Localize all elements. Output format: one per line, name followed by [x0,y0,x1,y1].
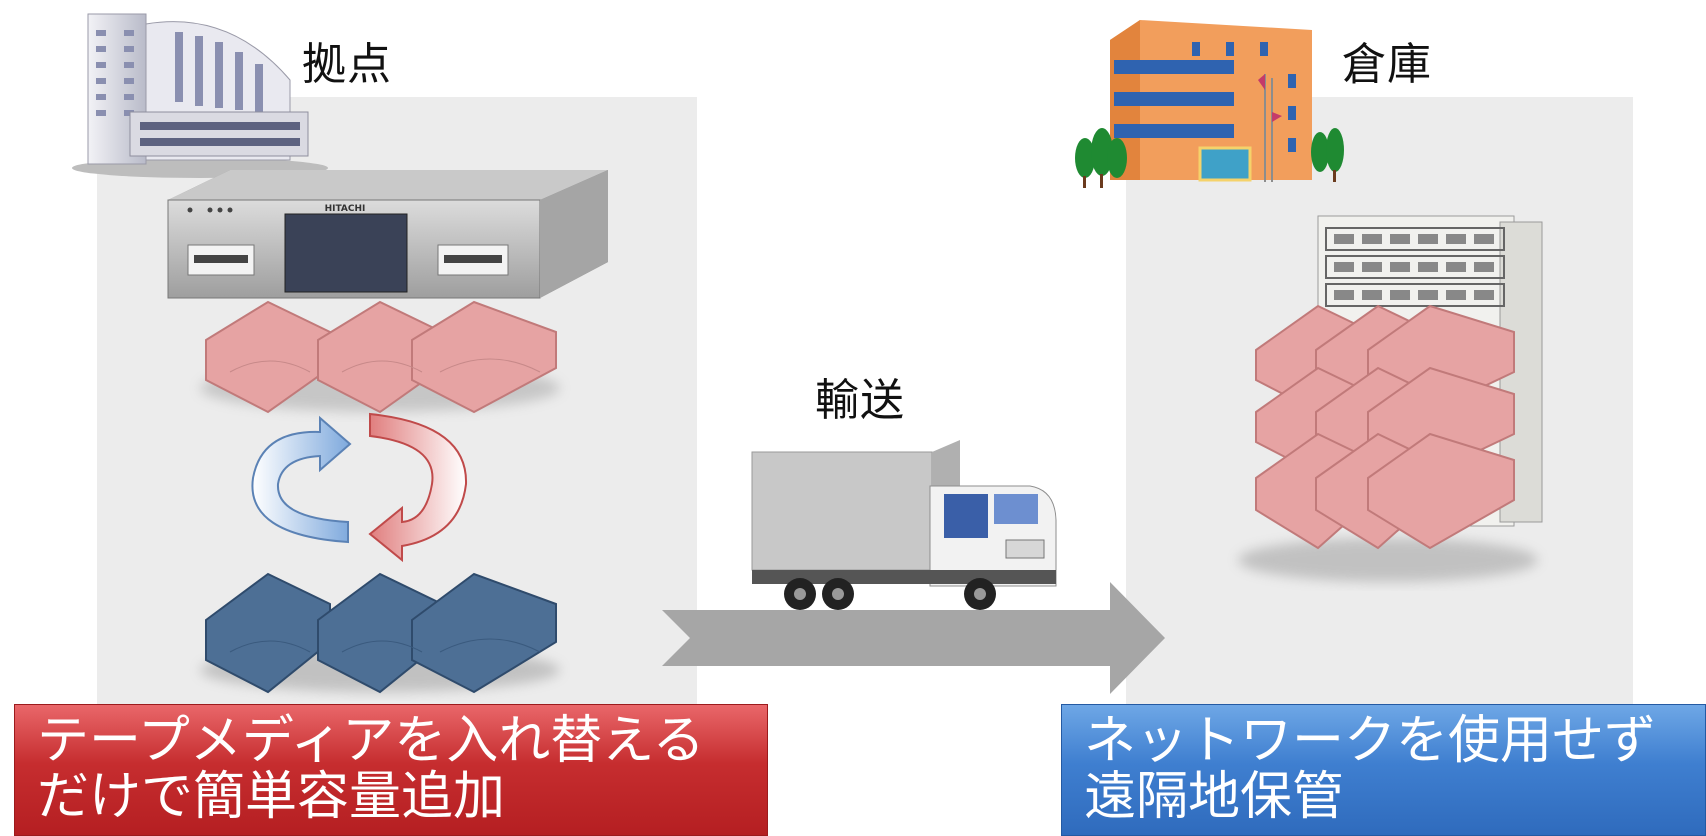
cycle-arrows-icon [251,412,468,563]
office-building-icon [72,13,328,178]
capacity-banner-line1: テープメディアを入れ替える [37,711,705,771]
warehouse-label: 倉庫 [1342,39,1432,90]
truck-icon [751,440,1057,610]
tape-cartridges-red [200,300,560,414]
transport-arrow-icon [662,582,1165,694]
remote-storage-banner: ネットワークを使用せず 遠隔地保管 [1061,704,1706,836]
tape-cartridges-blue [200,572,560,694]
capacity-banner: テープメディアを入れ替える だけで簡単容量追加 [14,704,768,836]
site-label: 拠点 [302,39,392,90]
device-brand: HITACHI [325,204,366,214]
remote-storage-banner-line1: ネットワークを使用せず [1084,711,1657,771]
tape-cartridges-stored [1238,304,1538,582]
remote-storage-banner-line2: 遠隔地保管 [1084,767,1345,827]
transport-label: 輸送 [815,375,905,426]
warehouse-building-icon [1075,20,1344,188]
capacity-banner-line2: だけで簡単容量追加 [37,767,506,827]
tape-library-icon: HITACHI [167,170,608,299]
